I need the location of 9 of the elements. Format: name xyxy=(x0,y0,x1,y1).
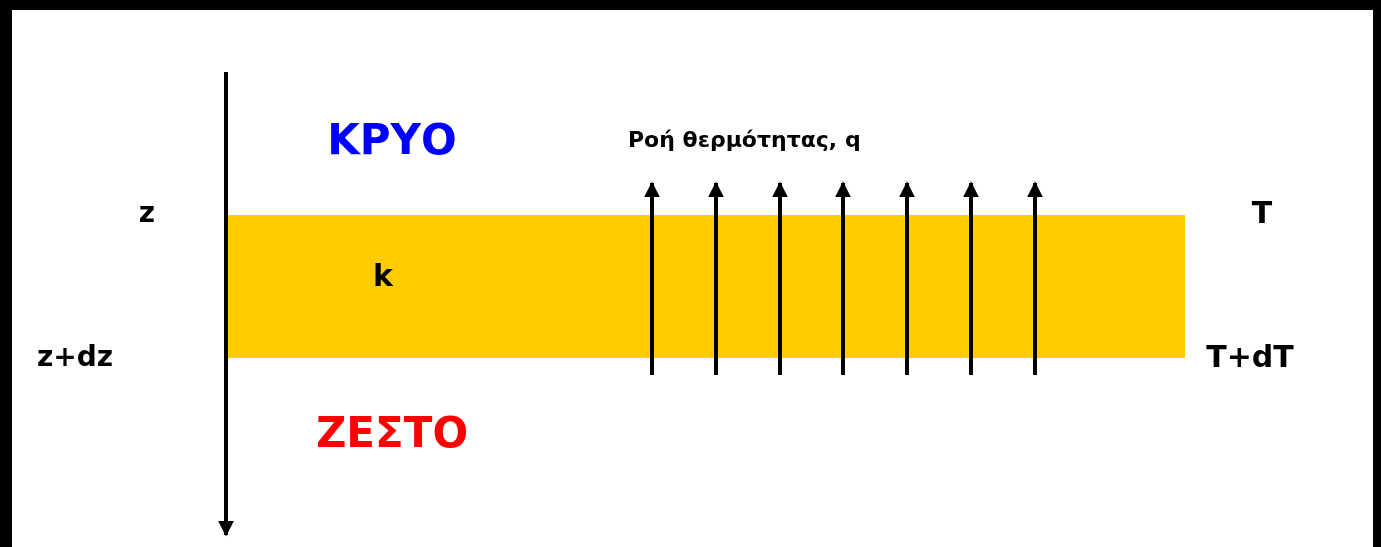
material-layer xyxy=(228,215,1185,358)
conductivity-label: k xyxy=(373,261,393,291)
heat-flow-label: Ροή θερμότητας, q xyxy=(628,129,861,151)
temperature-label: T xyxy=(1251,198,1273,228)
temperature-label: T+dT xyxy=(1206,342,1294,372)
axis-label: z+dz xyxy=(36,343,114,371)
axis-label: z xyxy=(138,199,156,227)
cold-label: ΚΡΥΟ xyxy=(327,119,457,161)
hot-label: ΖΕΣΤΟ xyxy=(315,412,469,454)
